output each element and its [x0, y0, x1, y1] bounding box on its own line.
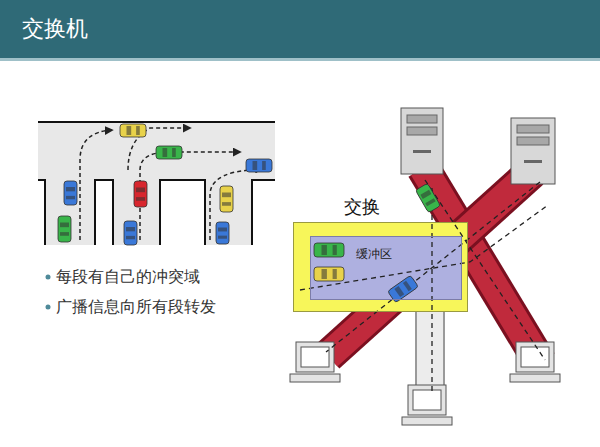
switch-heading: 交换	[344, 195, 380, 219]
pc-icon	[290, 342, 560, 425]
data-path	[311, 237, 461, 290]
car	[246, 159, 272, 172]
cars	[415, 183, 440, 213]
buffer-label: 缓冲区	[356, 246, 392, 263]
car	[124, 221, 137, 245]
title-rule	[0, 58, 600, 61]
road	[38, 122, 275, 245]
data-path	[326, 237, 461, 299]
car	[314, 267, 344, 281]
bullet	[46, 275, 51, 280]
car	[220, 186, 233, 212]
car	[314, 243, 344, 257]
cars	[58, 124, 272, 245]
data-path	[425, 237, 461, 299]
car	[120, 124, 146, 137]
car	[156, 146, 182, 159]
bullet-dots	[46, 275, 51, 310]
car	[58, 216, 71, 242]
buffer-box: 缓冲区	[310, 236, 462, 300]
data-path	[431, 237, 432, 299]
switch-box: 交换缓冲区	[293, 222, 468, 312]
car	[415, 183, 440, 213]
car	[134, 181, 147, 207]
bullet	[46, 305, 51, 310]
bullet-text: 每段有自己的冲突域	[56, 267, 200, 288]
title-bar	[0, 0, 600, 58]
car	[388, 275, 419, 299]
car	[216, 222, 229, 244]
data-paths	[300, 180, 548, 395]
slide-title: 交换机	[22, 14, 88, 44]
car	[64, 181, 77, 205]
server-icon	[401, 108, 555, 184]
bullet-text: 广播信息向所有段转发	[56, 297, 216, 318]
